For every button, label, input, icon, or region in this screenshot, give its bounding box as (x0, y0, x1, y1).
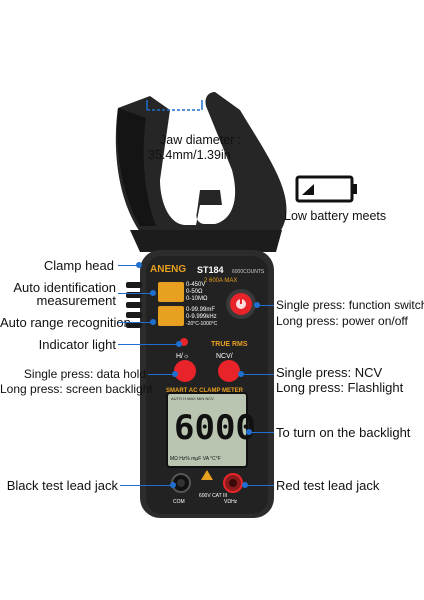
low-battery-icon (295, 175, 354, 203)
auto-range-label: Auto range recognition (0, 315, 131, 330)
clamp-head-dot (136, 262, 142, 268)
smart-title: SMART AC CLAMP METER (166, 388, 243, 394)
ncv-label: NCV/ (216, 353, 233, 360)
clamp-jaw (115, 92, 287, 242)
ncv-dot (238, 371, 244, 377)
function-switch-dot (254, 302, 260, 308)
lcd-top-row: AUTO H MAX MIN NCV (171, 396, 214, 401)
brand-logo: ANENG (150, 264, 187, 275)
spec-4: 0-99.99mF (186, 307, 216, 313)
model-name: ST184 (197, 265, 224, 275)
data-hold-label-2: Long press: screen backlight (0, 382, 153, 396)
indicator-light-callout (118, 344, 178, 345)
red-jack-callout (244, 485, 274, 486)
auto-range-dot (150, 319, 156, 325)
hold-label: H/☼ (176, 353, 190, 360)
function-switch-label-2: Long press: power on/off (276, 314, 408, 328)
spec-5: 0-9.999kHz (186, 314, 217, 320)
ncv-label-1: Single press: NCV (276, 365, 383, 380)
red-jack-label: Red test lead jack (276, 478, 380, 493)
clamp-head-label: Clamp head (43, 258, 114, 273)
head-flare (130, 230, 282, 252)
backlight-callout (248, 432, 274, 433)
data-hold-dot (172, 371, 178, 377)
true-rms-label: TRUE RMS (211, 341, 248, 348)
low-battery-label: Low battery meets (284, 209, 387, 223)
auto-ident-dot (150, 290, 156, 296)
data-hold-callout (148, 374, 174, 375)
black-jack-dot (170, 482, 176, 488)
range-badge: 2 600A MAX (204, 278, 238, 284)
spec-1: 0-450V (186, 282, 206, 288)
clamp-head-callout (118, 265, 138, 266)
auto-ident-label-2: measurement (36, 293, 116, 308)
ncv-label-2: Long press: Flashlight (276, 380, 404, 395)
ncv-button[interactable] (218, 360, 240, 382)
spec-6: -20°C-1000°C (186, 321, 218, 327)
auto-ident-callout (118, 293, 152, 294)
jack-com-label: COM (173, 499, 185, 505)
auto-ident-label-1: Auto identification (13, 280, 116, 295)
indicator-light-callout-dot (176, 341, 182, 347)
lcd-bottom-row: MΩ Hz% mμF VA °C°F (170, 456, 221, 462)
lcd-digits: 6000 (174, 408, 256, 448)
jack-rating-label: 600V CAT III (199, 493, 228, 499)
function-switch-label-1: Single press: function switch (276, 298, 424, 312)
red-jack-dot (242, 482, 248, 488)
spec-2: 0-50Ω (186, 289, 203, 295)
black-jack-callout (120, 485, 172, 486)
jaw-left-shadow (117, 108, 156, 226)
indicator-light-dot (180, 338, 188, 346)
spec-badge-1 (158, 282, 184, 302)
jaw-diameter-label-1: Jaw diameter : (160, 133, 242, 147)
backlight-dot (246, 429, 252, 435)
counts-label: 6000COUNTS (232, 269, 265, 275)
jack-right-label: VΩHz (224, 499, 238, 505)
hold-button[interactable] (174, 360, 196, 382)
warning-icon (201, 470, 213, 480)
indicator-light-label: Indicator light (38, 337, 116, 352)
function-switch-callout (256, 305, 274, 306)
data-hold-label-1: Single press: data hold (23, 367, 146, 381)
auto-range-callout (118, 322, 152, 323)
spec-3: 0-10MΩ (186, 296, 208, 302)
black-jack-label: Black test lead jack (6, 478, 118, 493)
backlight-label: To turn on the backlight (276, 425, 411, 440)
spec-badge-2 (158, 306, 184, 326)
jaw-diameter-label-2: 35.4mm/1.39in (148, 148, 231, 162)
ncv-callout (240, 374, 274, 375)
